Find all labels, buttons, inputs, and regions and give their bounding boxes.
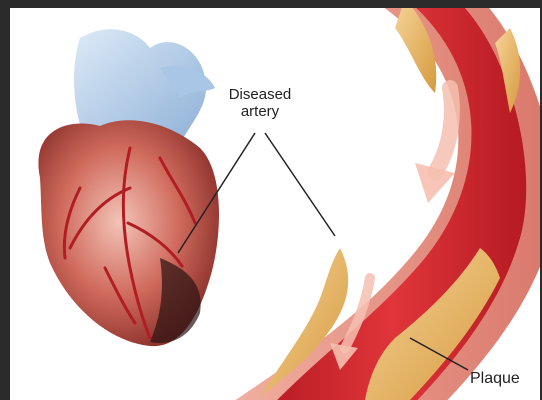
- illustration-panel: Diseased artery Blood flow Plaque: [10, 8, 540, 400]
- leader-line-artery: [265, 133, 335, 236]
- plaque-label: Plaque: [470, 370, 534, 387]
- flow-arrow-upper: [415, 88, 455, 203]
- blood-flow-line1: Blood: [375, 214, 435, 233]
- diseased-artery-line1: Diseased: [210, 86, 310, 103]
- artery-diagram: [10, 8, 540, 400]
- artery: [210, 8, 540, 400]
- blood-flow-line2: flow: [375, 233, 435, 252]
- diseased-artery-label: Diseased artery: [210, 86, 310, 120]
- diseased-artery-line2: artery: [210, 103, 310, 120]
- heart: [38, 29, 219, 346]
- blood-flow-label: Blood flow: [375, 214, 435, 252]
